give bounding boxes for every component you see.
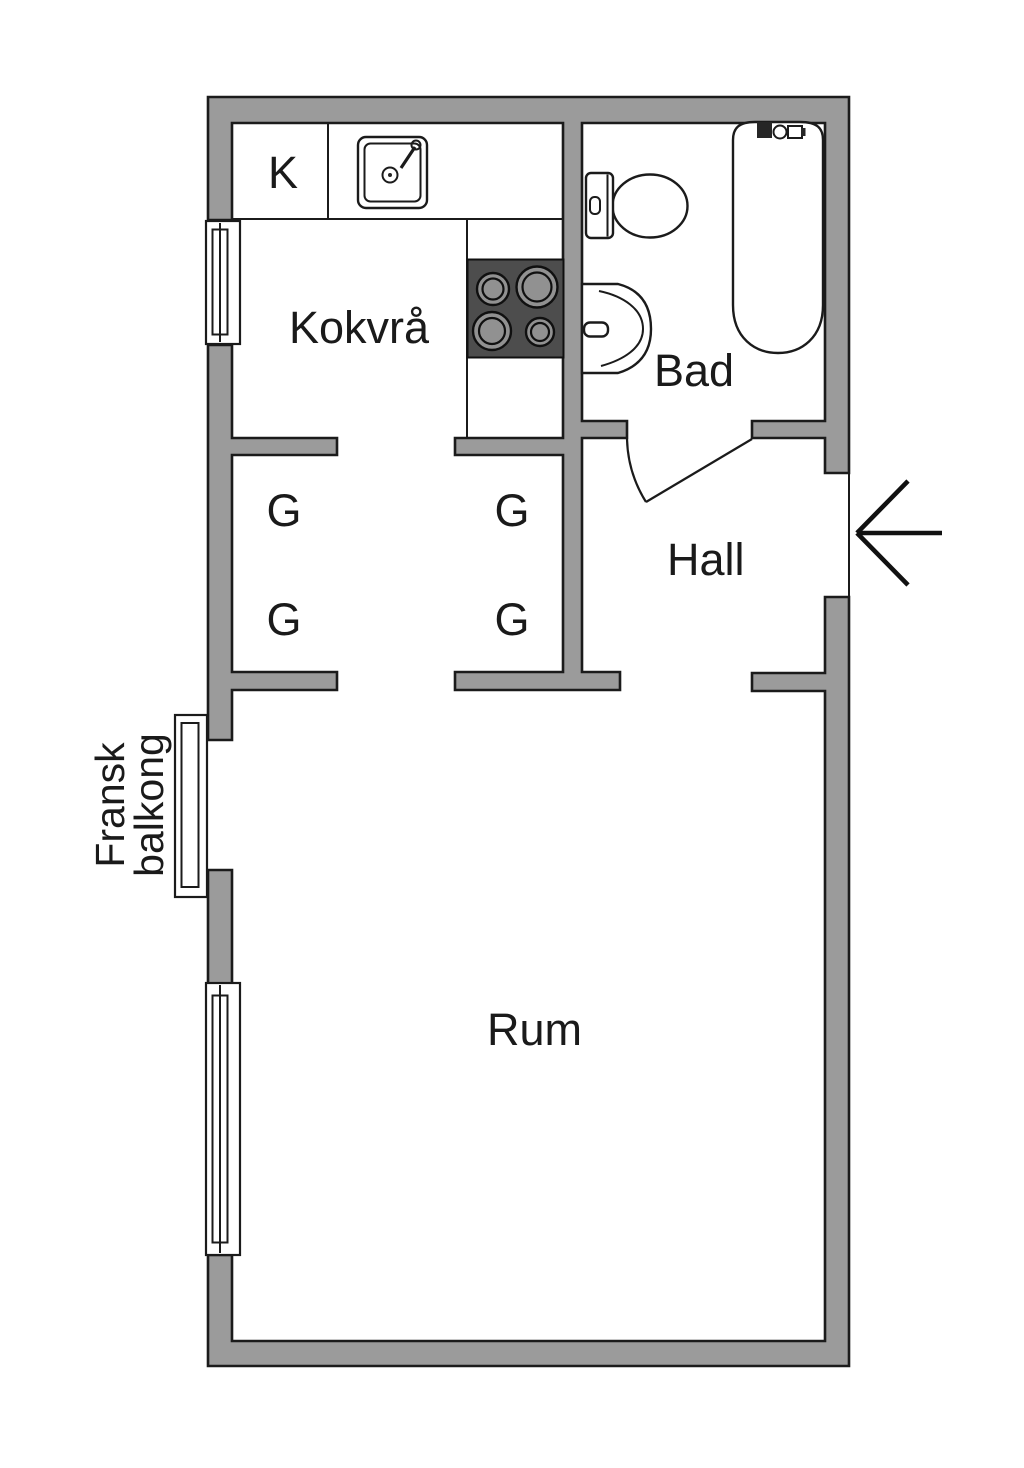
- stove-burner-ring: [529, 321, 551, 343]
- sink-faucet-base: [410, 139, 422, 151]
- toilet-icon: [584, 171, 689, 240]
- bathroom-sink-faucet: [582, 321, 610, 338]
- wall-left-segment: [206, 868, 234, 987]
- entrance-arrow-icon: [855, 479, 942, 587]
- stove-burner-ring: [481, 277, 505, 301]
- bathroom-sink-icon: [580, 282, 653, 375]
- room-label-bad: Bad: [654, 345, 734, 396]
- wardrobe-label-g: G: [266, 485, 301, 536]
- bathtub-faucet-spout: [801, 128, 806, 136]
- bathtub-body: [731, 120, 825, 355]
- arrow-head-upper: [855, 479, 910, 535]
- french-balcony-door: [173, 713, 209, 899]
- sink-faucet: [399, 146, 417, 169]
- bathtub-faucet: [757, 122, 772, 138]
- stove-icon: [466, 258, 565, 359]
- room-window: [204, 981, 242, 1257]
- wall-lower-network: [206, 595, 851, 1368]
- wardrobe-label-g: G: [494, 594, 529, 645]
- room-label-kokvra: Kokvrå: [289, 302, 430, 353]
- sink-drain: [381, 166, 399, 184]
- balcony-door-leaf: [180, 722, 200, 888]
- stove-burner-ring: [477, 316, 507, 346]
- bathroom-door: [625, 438, 753, 503]
- arrow-head-lower: [855, 531, 910, 587]
- bathroom-sink-basin: [598, 290, 645, 367]
- balcony-label-line2: balkong: [126, 733, 172, 877]
- bathtub-faucet-knob: [772, 124, 788, 140]
- toilet-bowl: [611, 173, 689, 239]
- window-frame: [204, 219, 242, 346]
- room-label-rum: Rum: [487, 1004, 582, 1055]
- toilet-flush-button: [589, 196, 601, 215]
- balcony-door-frame: [173, 713, 209, 899]
- room-label-hall: Hall: [667, 534, 745, 585]
- wardrobe-label-g: G: [494, 485, 529, 536]
- counter-label-k: K: [268, 147, 298, 198]
- labels: K Kokvrå Bad Hall Rum G G G G Fransk bal…: [87, 147, 745, 1055]
- sink-outer: [356, 135, 429, 210]
- stove-burner-ring: [521, 271, 553, 303]
- bathtub-icon: [731, 120, 825, 355]
- wardrobe-label-g: G: [266, 594, 301, 645]
- sink-drain-dot: [388, 173, 392, 177]
- wall-left-mid-g1: [206, 343, 339, 742]
- kitchen-sink-icon: [356, 135, 429, 210]
- window-frame: [204, 981, 242, 1257]
- walls: [206, 95, 851, 1368]
- kitchen-window: [204, 219, 242, 346]
- sink-basin: [363, 142, 422, 203]
- door-leaf-line: [645, 438, 753, 503]
- balcony-label-line1: Fransk: [87, 742, 133, 868]
- bathroom-sink-body: [580, 282, 653, 375]
- door-swing-arc: [625, 438, 647, 503]
